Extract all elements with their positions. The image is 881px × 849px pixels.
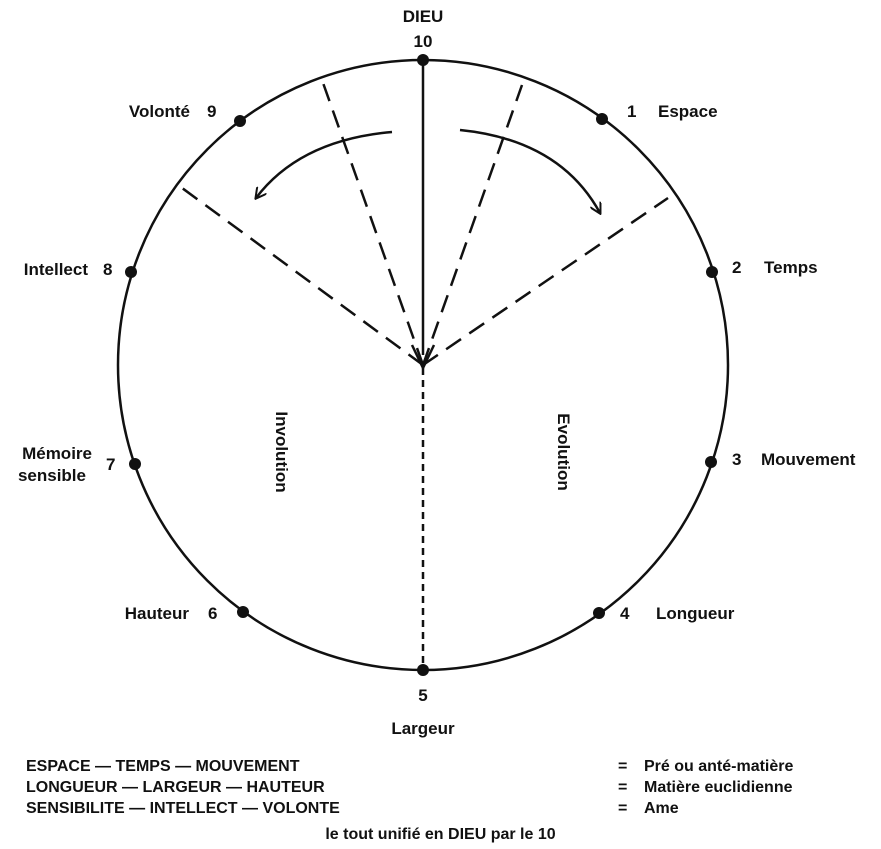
point-1-number: 1 [627,102,636,121]
point-4-dot [593,607,605,619]
dashed-radial-right-inner [421,84,524,366]
legend-row-3-equals: = [618,800,628,817]
dieu-label: DIEU [403,7,444,26]
point-6-number: 6 [208,604,217,623]
cycle-diagram: DIEU 10 1 Espace 2 Temps 3 Mouvement 4 L… [18,7,856,738]
involution-curved-arrow [256,130,393,198]
dashed-radial-right-outer [422,196,669,367]
point-3-label: Mouvement [761,450,856,469]
point-6-dot [237,606,249,618]
point-7-number: 7 [106,455,115,474]
legend-row-1-meaning-text: Pré ou anté-matière [644,758,794,775]
point-8-label: Intellect [24,260,89,279]
involution-label: Involution [272,411,291,492]
point-7-label-line2: sensible [18,466,86,485]
legend-row-3-terms: SENSIBILITE — INTELLECT — VOLONTE [26,800,340,817]
point-7-label-line1: Mémoire [22,444,92,463]
legend-row-3-meaning: = Ame [618,800,679,818]
point-2-dot [706,266,718,278]
legend-row-1: ESPACE — TEMPS — MOUVEMENT = Pré ou anté-… [26,758,866,779]
legend-row-3: SENSIBILITE — INTELLECT — VOLONTE = Ame [26,800,866,821]
point-2-number: 2 [732,258,741,277]
point-4-label: Longueur [656,604,735,623]
point-9-number: 9 [207,102,216,121]
point-8-dot [125,266,137,278]
point-7-dot [129,458,141,470]
point-8-number: 8 [103,260,112,279]
point-4-number: 4 [620,604,630,623]
legend-row-2-meaning-text: Matière euclidienne [644,779,793,796]
point-2-label: Temps [764,258,818,277]
legend-row-2-equals: = [618,779,628,796]
legend-row-2-terms: LONGUEUR — LARGEUR — HAUTEUR [26,779,325,796]
point-9-dot [234,115,246,127]
legend: ESPACE — TEMPS — MOUVEMENT = Pré ou anté-… [26,758,866,821]
point-9-label: Volonté [129,102,190,121]
point-3-dot [705,456,717,468]
point-6-label: Hauteur [125,604,190,623]
legend-row-1-meaning: = Pré ou anté-matière [618,758,793,776]
footer-note: le tout unifié en DIEU par le 10 [325,826,556,843]
point-1-dot [596,113,608,125]
point-10-dot [417,54,429,66]
dashed-radial-left-inner [320,79,425,366]
point-1-label: Espace [658,102,718,121]
evolution-curved-arrow [459,128,600,213]
point-10-number: 10 [414,32,433,51]
legend-row-2: LONGUEUR — LARGEUR — HAUTEUR = Matière eu… [26,779,866,800]
legend-row-3-meaning-text: Ame [644,800,679,817]
point-5-number: 5 [418,686,427,705]
dashed-radial-left-outer [177,183,424,367]
legend-row-1-equals: = [618,758,628,775]
legend-row-2-meaning: = Matière euclidienne [618,779,793,797]
evolution-label: Evolution [554,413,573,490]
point-5-label: Largeur [391,719,455,738]
legend-row-1-terms: ESPACE — TEMPS — MOUVEMENT [26,758,300,775]
point-3-number: 3 [732,450,741,469]
point-5-dot [417,664,429,676]
